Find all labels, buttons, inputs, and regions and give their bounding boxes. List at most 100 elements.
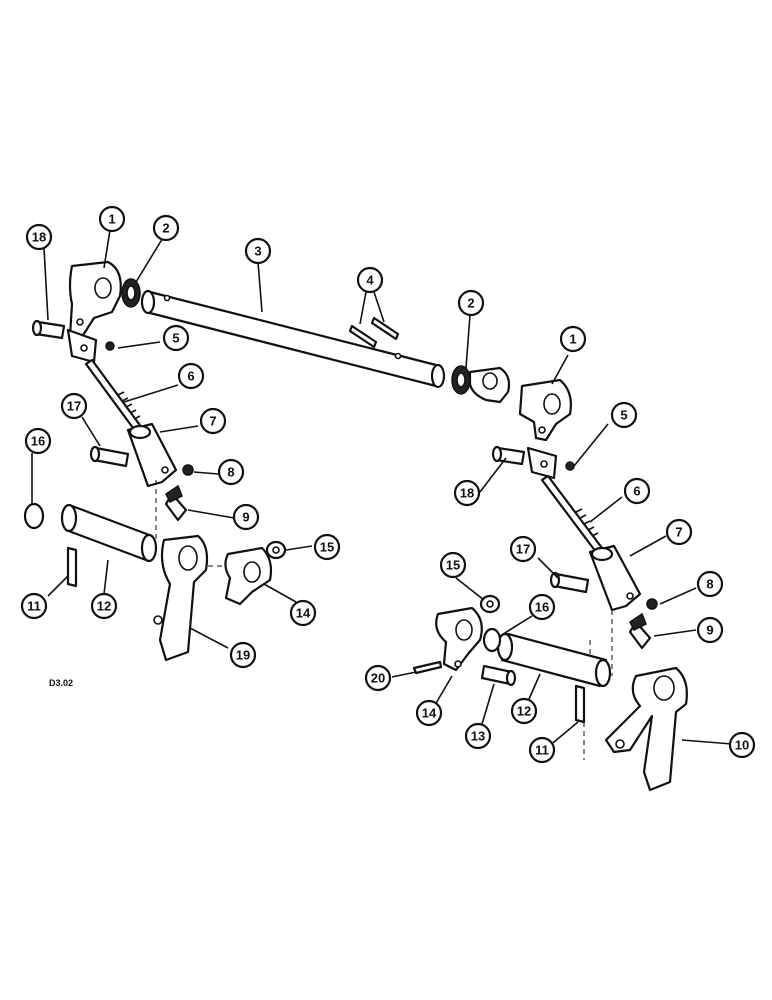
callout-label: 15 [320, 540, 334, 555]
bolt-right [628, 612, 652, 650]
callout-label: 7 [675, 525, 682, 540]
callout-label: 14 [296, 606, 311, 621]
callout-8: 5 [162, 324, 190, 352]
callout-31: 13 [464, 722, 492, 750]
yoke-top-right [526, 446, 575, 480]
callout-19: 19 [229, 641, 257, 669]
clevis-pin-17-left [89, 445, 130, 468]
callout-label: 6 [633, 484, 640, 499]
callout-10: 17 [60, 392, 88, 420]
centerline-left [155, 480, 226, 567]
adjusting-rod-left [84, 358, 144, 434]
callout-16: 11 [20, 592, 48, 620]
callout-22: 6 [623, 477, 651, 505]
callout-label: 10 [735, 738, 749, 753]
bearing-right [451, 365, 471, 395]
callout-label: 3 [254, 244, 261, 259]
callout-label: 17 [67, 399, 81, 414]
link-left [224, 546, 273, 606]
callout-label: 5 [172, 331, 179, 346]
callout-label: 12 [97, 599, 111, 614]
lever-19 [153, 534, 209, 662]
callout-13: 8 [217, 458, 245, 486]
callout-label: 16 [535, 600, 549, 615]
callout-24: 17 [509, 535, 537, 563]
callout-label: 8 [706, 577, 713, 592]
callout-32: 12 [510, 697, 538, 725]
shaft-end-arm-right [468, 366, 511, 404]
callout-label: 20 [371, 671, 385, 686]
lever-10 [604, 666, 688, 792]
callout-27: 16 [528, 593, 556, 621]
callout-label: 6 [187, 369, 194, 384]
callout-label: 2 [162, 221, 169, 236]
callout-4: 3 [244, 237, 272, 265]
callout-label: 15 [446, 558, 460, 573]
pin-13 [480, 664, 517, 687]
callout-label: 19 [236, 648, 250, 663]
roll-pin-right [574, 684, 586, 724]
callout-label: 4 [366, 273, 374, 288]
callout-label: 14 [422, 706, 437, 721]
yoke-top-left [66, 328, 115, 364]
arm-right [518, 378, 572, 442]
callout-25: 15 [439, 551, 467, 579]
callout-30: 14 [415, 699, 443, 727]
bearing-left [121, 278, 141, 308]
callout-1: 18 [25, 223, 53, 251]
snap-ring-right [482, 627, 502, 653]
clevis-pin-17-right [549, 571, 590, 594]
callout-33: 11 [528, 736, 556, 764]
callout-label: 11 [535, 743, 549, 758]
callout-label: 1 [569, 332, 576, 347]
callout-5: 4 [356, 266, 384, 294]
clevis-pin-left [31, 319, 66, 340]
washer-right [646, 598, 658, 610]
cross-shaft [140, 289, 446, 389]
callout-11: 7 [199, 407, 227, 435]
callout-18: 14 [289, 599, 317, 627]
clevis-right [588, 544, 642, 612]
callout-label: 13 [471, 729, 485, 744]
callout-17: 12 [90, 592, 118, 620]
callout-label: 9 [242, 510, 249, 525]
centerline-right [583, 610, 613, 760]
nut-right [479, 594, 501, 614]
clevis-pin-right [491, 445, 526, 466]
bolt-left [164, 484, 188, 522]
split-pins [348, 316, 400, 349]
callout-label: 8 [227, 465, 234, 480]
nut-left [265, 540, 287, 560]
callout-label: 5 [620, 408, 627, 423]
callout-label: 7 [209, 414, 216, 429]
callout-label: 11 [27, 599, 41, 614]
adjusting-rod-right [540, 474, 604, 554]
callout-9: 6 [177, 362, 205, 390]
callout-23: 7 [665, 518, 693, 546]
callout-29: 20 [364, 664, 392, 692]
link-right [435, 606, 483, 672]
callout-label: 18 [32, 230, 46, 245]
callout-34: 10 [728, 731, 756, 759]
clevis-left [126, 422, 178, 488]
callout-label: 12 [517, 704, 531, 719]
callout-26: 8 [696, 570, 724, 598]
drawing-code: D3.02 [49, 678, 73, 688]
callout-21: 18 [453, 479, 481, 507]
callout-2: 1 [98, 205, 126, 233]
split-pin-20 [412, 660, 443, 675]
roll-pin-left [66, 546, 78, 588]
snap-ring-left [23, 502, 45, 530]
callout-6: 2 [457, 289, 485, 317]
callout-15: 15 [313, 533, 341, 561]
arm-left [68, 260, 122, 342]
callout-label: 1 [108, 212, 115, 227]
callout-7: 1 [559, 325, 587, 353]
washer-left [182, 464, 194, 476]
callout-3: 2 [152, 214, 180, 242]
callout-20: 5 [610, 401, 638, 429]
callout-14: 9 [232, 503, 260, 531]
callout-label: 16 [31, 434, 45, 449]
tube-right [496, 632, 612, 688]
